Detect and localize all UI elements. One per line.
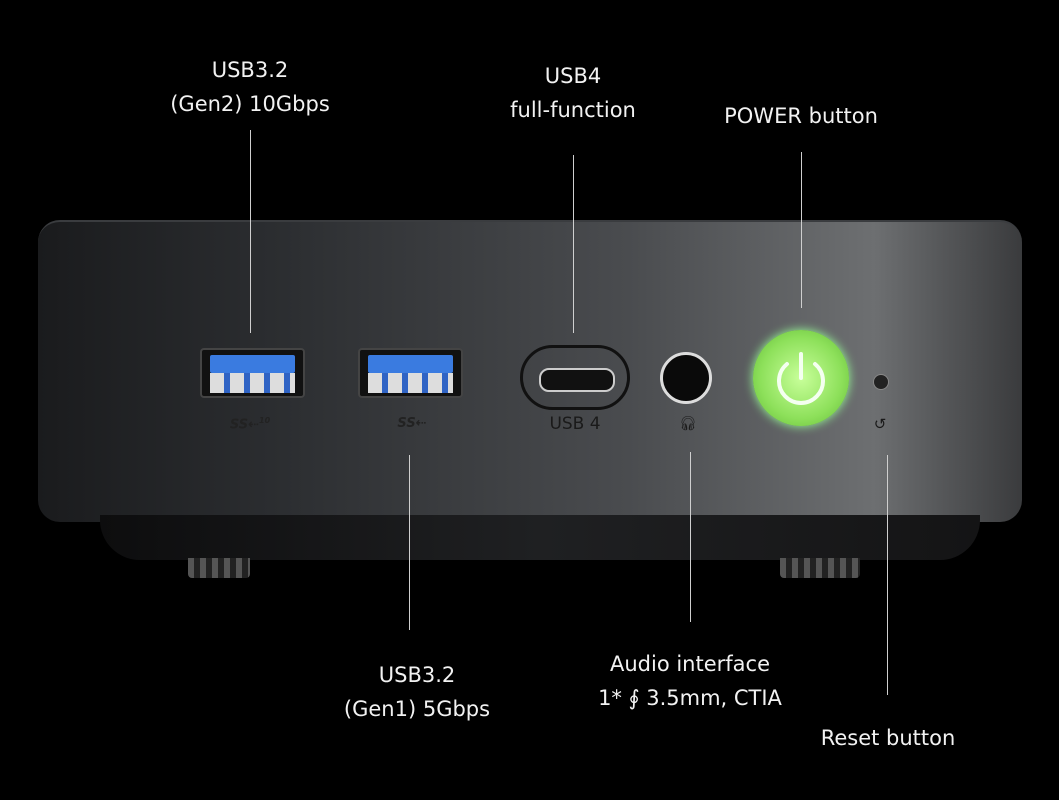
callout-line-reset	[887, 455, 888, 695]
reset-icon: ↺	[873, 415, 887, 433]
callout-text: USB4	[544, 64, 602, 88]
foot-left	[188, 558, 250, 578]
usb-a-port-gen2	[200, 348, 305, 398]
callout-line-usb4	[573, 155, 574, 333]
callout-power: POWER button	[724, 99, 878, 133]
callout-audio: Audio interface 1* ∮ 3.5mm, CTIA	[598, 647, 782, 715]
callout-reset: Reset button	[821, 721, 956, 755]
callout-text: full-function	[510, 98, 636, 122]
superspeed-icon: SS⇠	[397, 416, 427, 431]
callout-usb-gen2: USB3.2 (Gen2) 10Gbps	[170, 53, 330, 121]
callout-text: (Gen2) 10Gbps	[170, 92, 330, 116]
usb-a-port-gen1	[358, 348, 463, 398]
callout-text: 1* ∮ 3.5mm, CTIA	[598, 686, 782, 710]
superspeed-10-icon: SS⇠10	[229, 416, 271, 433]
callout-line-usb-gen2	[250, 130, 251, 333]
usb4-port-label: USB 4	[549, 414, 601, 434]
foot-right	[780, 558, 860, 578]
callout-usb-gen1: USB3.2 (Gen1) 5Gbps	[344, 658, 490, 726]
callout-text: Reset button	[820, 726, 956, 750]
callout-text: (Gen1) 5Gbps	[343, 697, 491, 721]
usb-c-port	[520, 345, 630, 410]
callout-text: USB3.2	[211, 58, 289, 82]
reset-button	[873, 374, 889, 390]
audio-jack	[660, 352, 712, 404]
power-icon	[777, 352, 825, 405]
mini-pc-base	[100, 515, 980, 560]
callout-usb4: USB4 full-function	[510, 59, 636, 127]
callout-line-usb-gen1	[409, 455, 410, 630]
callout-text: POWER button	[724, 104, 878, 128]
callout-text: Audio interface	[609, 652, 771, 676]
headphone-icon: 🎧︎	[679, 416, 697, 432]
callout-text: USB3.2	[378, 663, 456, 687]
callout-line-power	[801, 152, 802, 308]
callout-line-audio	[690, 452, 691, 622]
power-button	[753, 330, 849, 426]
